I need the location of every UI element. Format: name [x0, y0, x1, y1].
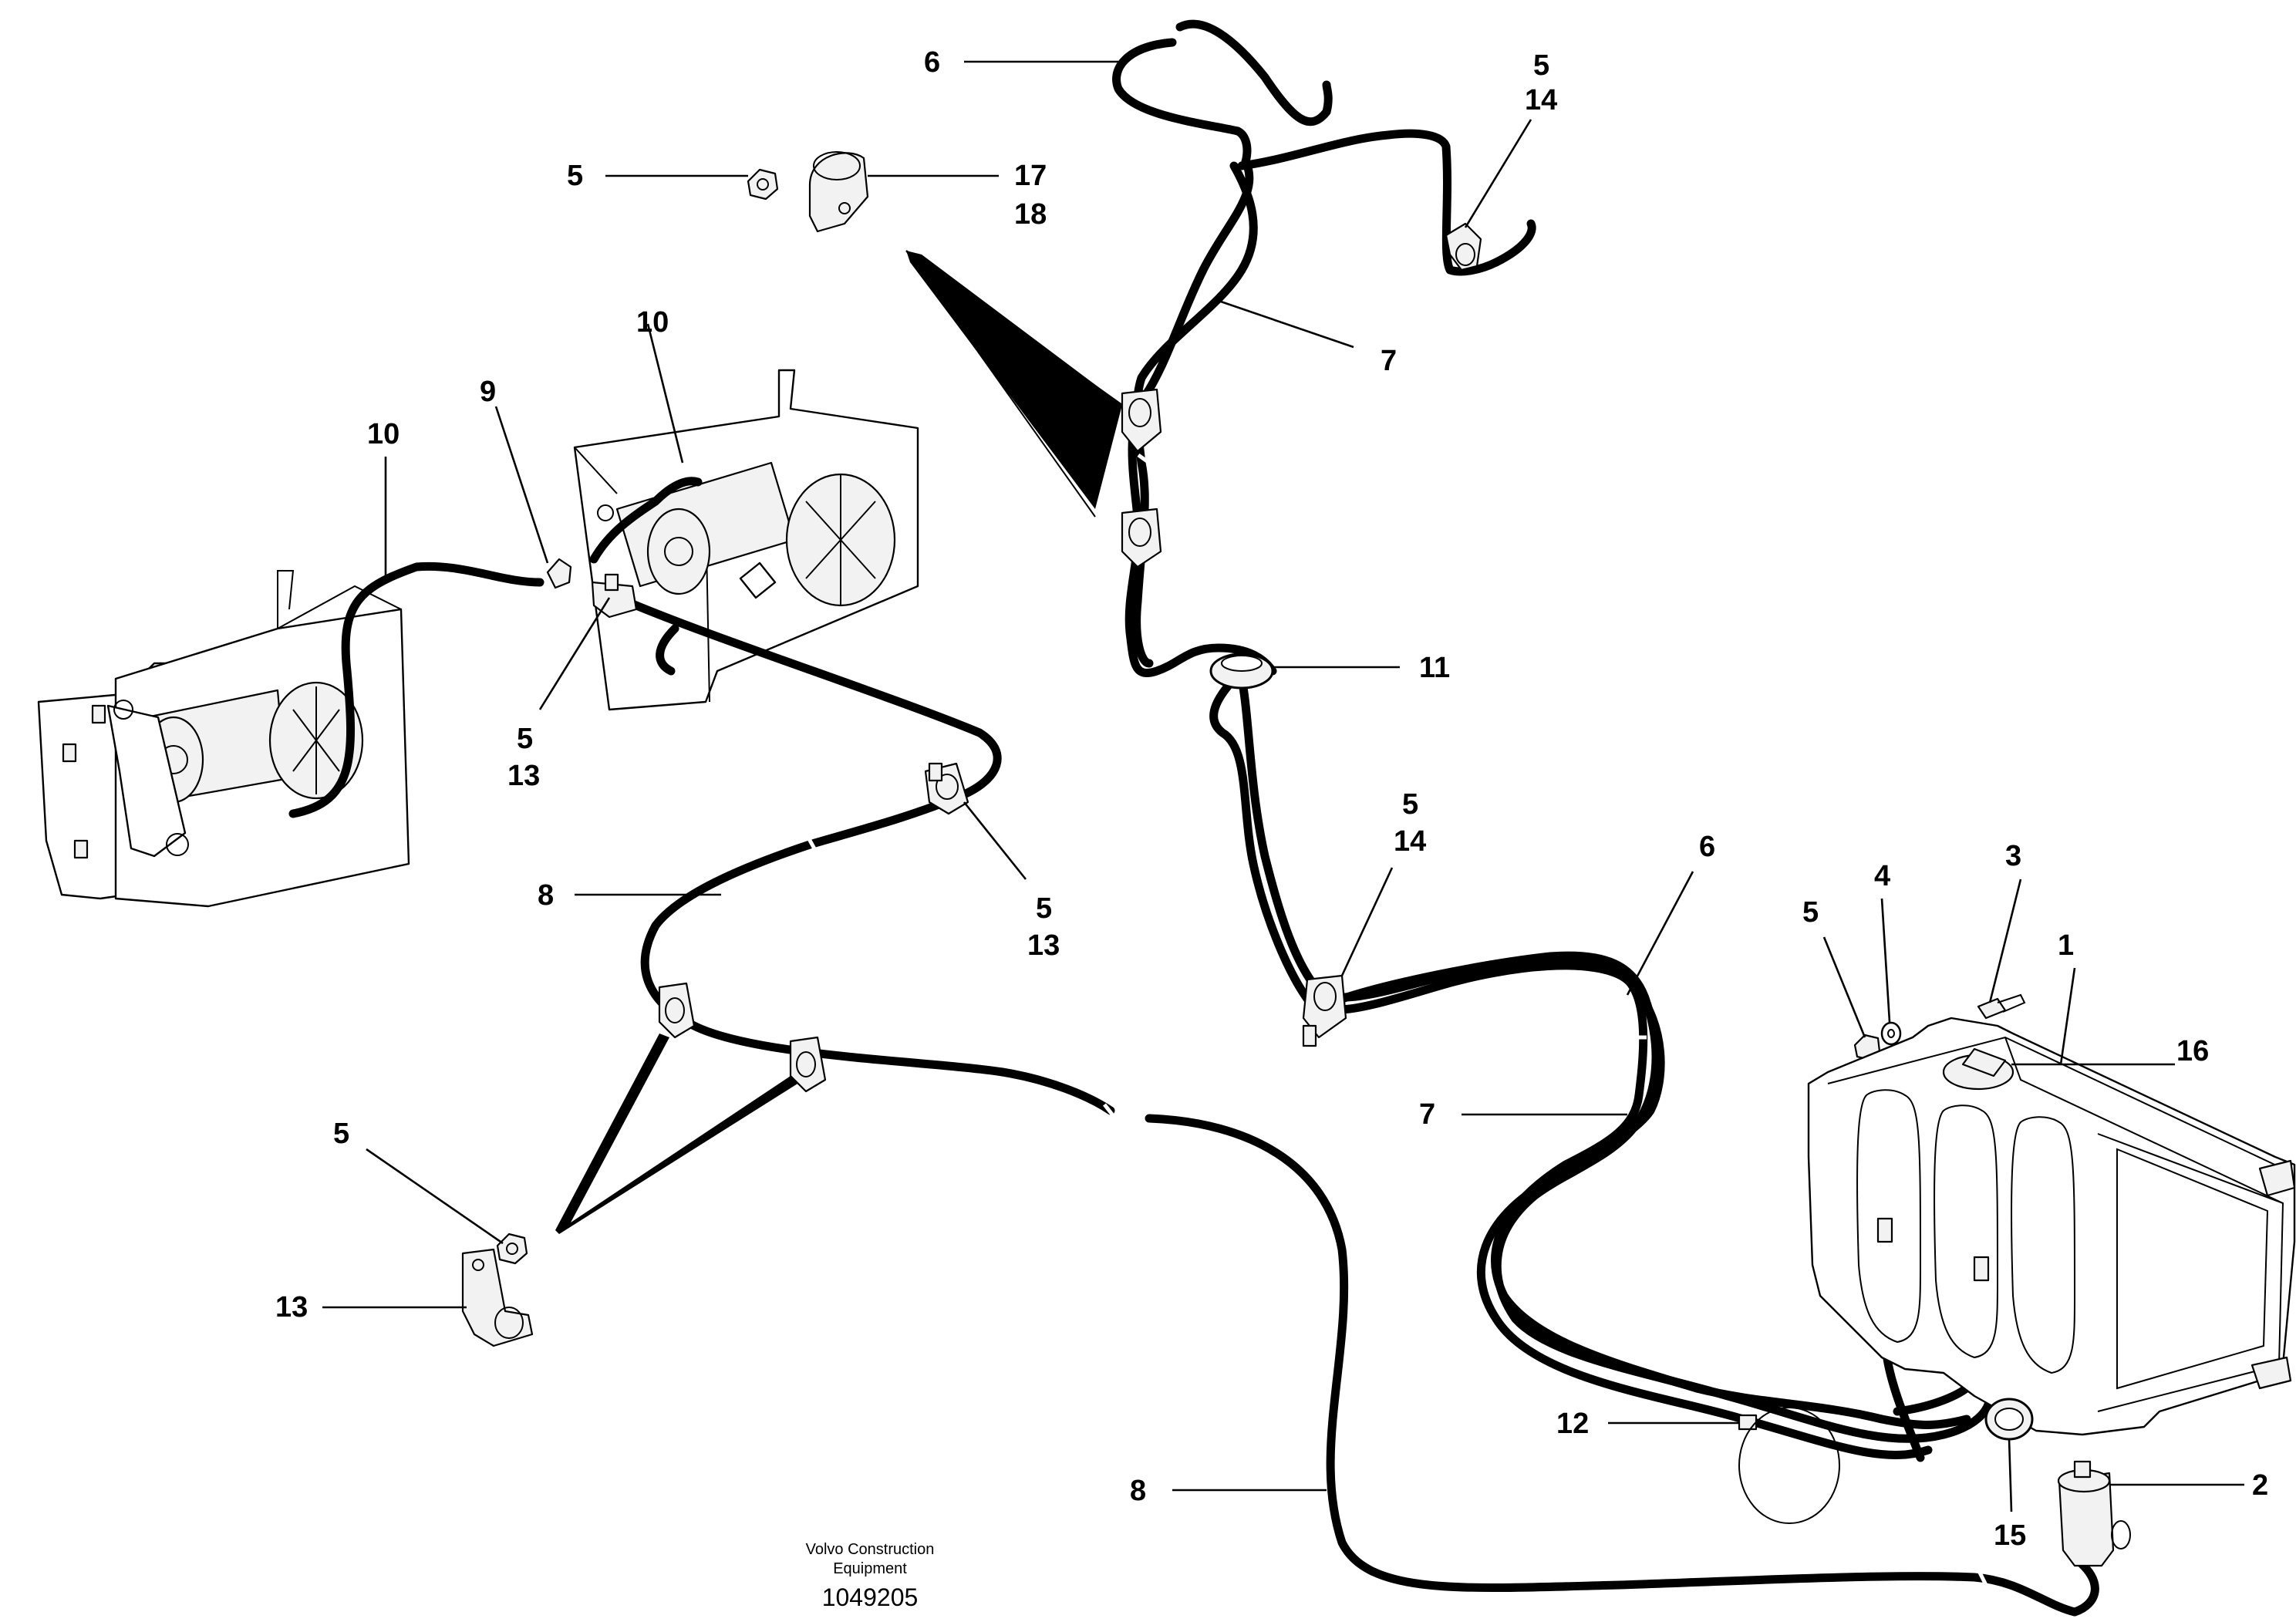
company-name-line2: Equipment [833, 1560, 907, 1577]
callout-7-top: 7 [1381, 345, 1397, 377]
callout-5-bottomleft: 5 [333, 1118, 349, 1150]
connector-12-icon [1738, 1407, 1840, 1524]
callout-1: 1 [2058, 929, 2074, 962]
callout-16: 16 [2176, 1035, 2209, 1067]
callout-14-topright: 14 [1525, 84, 1557, 116]
washer-tank [1807, 1017, 2296, 1436]
hose-6-top [1112, 38, 1252, 167]
grommet-15-icon [1984, 1398, 2034, 1441]
callout-11: 11 [1419, 652, 1450, 684]
callout-13-bottomleft: 13 [275, 1291, 308, 1324]
callout-8-left: 8 [538, 879, 554, 912]
clip-bottom-left-a-icon [658, 982, 696, 1039]
nut-icon-bottom-left [496, 1233, 528, 1265]
callout-6-mid: 6 [1699, 831, 1715, 863]
callout-13-left-clip: 13 [507, 760, 540, 792]
washer-pump-icon [2057, 1460, 2131, 1567]
hose-8-lower [1145, 1114, 2099, 1617]
screw-icon [1977, 993, 2026, 1020]
callout-4: 4 [1874, 860, 1890, 892]
callout-18: 18 [1014, 198, 1047, 231]
leader-lines [322, 60, 2244, 1512]
hose-breaks [806, 453, 1988, 1587]
grommet-icon [1209, 653, 1274, 690]
clip-13-bottom-left-icon [461, 1248, 534, 1347]
hose-network [288, 19, 2099, 1617]
clip-bottom-left-b-icon [789, 1036, 827, 1093]
hose-8-loop [640, 840, 1115, 1115]
connector-9-icon [546, 558, 572, 589]
callout-14-mid: 14 [1394, 825, 1426, 858]
drawing-number: 1049205 [822, 1583, 919, 1611]
clamp-17-18-icon [808, 151, 869, 233]
callout-2: 2 [2252, 1469, 2268, 1502]
callout-7-mid: 7 [1419, 1098, 1435, 1131]
callout-9: 9 [480, 376, 496, 408]
callout-17: 17 [1014, 160, 1047, 192]
clip-topright-icon [1445, 222, 1482, 271]
callout-13-clip-mid: 13 [1027, 929, 1060, 962]
callout-5-topright: 5 [1533, 49, 1549, 82]
callout-5-left-clip: 5 [517, 723, 533, 755]
clip-mid-icon [1302, 974, 1347, 1047]
hose-6-mid [1337, 951, 1994, 1443]
company-name-line1: Volvo Construction [806, 1541, 935, 1558]
callout-5-tank: 5 [1802, 896, 1819, 929]
callout-5-nut-top: 5 [567, 160, 583, 192]
callout-6-top: 6 [924, 46, 940, 79]
drawing-footer: Volvo Construction Equipment 1049205 [806, 1541, 935, 1611]
callout-3: 3 [2005, 840, 2021, 872]
callout-labels: 6 5 14 5 17 18 10 7 9 10 11 5 13 5 14 6 … [275, 46, 2268, 1552]
callout-8-bottom: 8 [1130, 1475, 1146, 1507]
hose-10-center [589, 477, 703, 564]
callout-10-left: 10 [367, 418, 400, 450]
clip-mid-right-icon [924, 762, 969, 815]
hose-10-left [288, 561, 544, 818]
callout-12: 12 [1556, 1408, 1589, 1440]
center-wiper-motor-assembly [573, 369, 919, 711]
callout-5-clip-mid: 5 [1036, 892, 1052, 925]
callout-10-center: 10 [636, 306, 669, 339]
washer-icon [1880, 1021, 1902, 1046]
hose-8-upper [605, 589, 1002, 849]
assembly-indicator-bottom [555, 1034, 810, 1234]
assembly-indicator-top [905, 250, 1123, 518]
left-wiper-motor-assembly [37, 570, 410, 908]
clip-lower-icon [1121, 508, 1162, 568]
nut-icon-top [747, 168, 779, 201]
callout-5-mid: 5 [1402, 788, 1418, 821]
clip-upper-icon [1121, 388, 1162, 453]
callout-15: 15 [1994, 1519, 2026, 1552]
